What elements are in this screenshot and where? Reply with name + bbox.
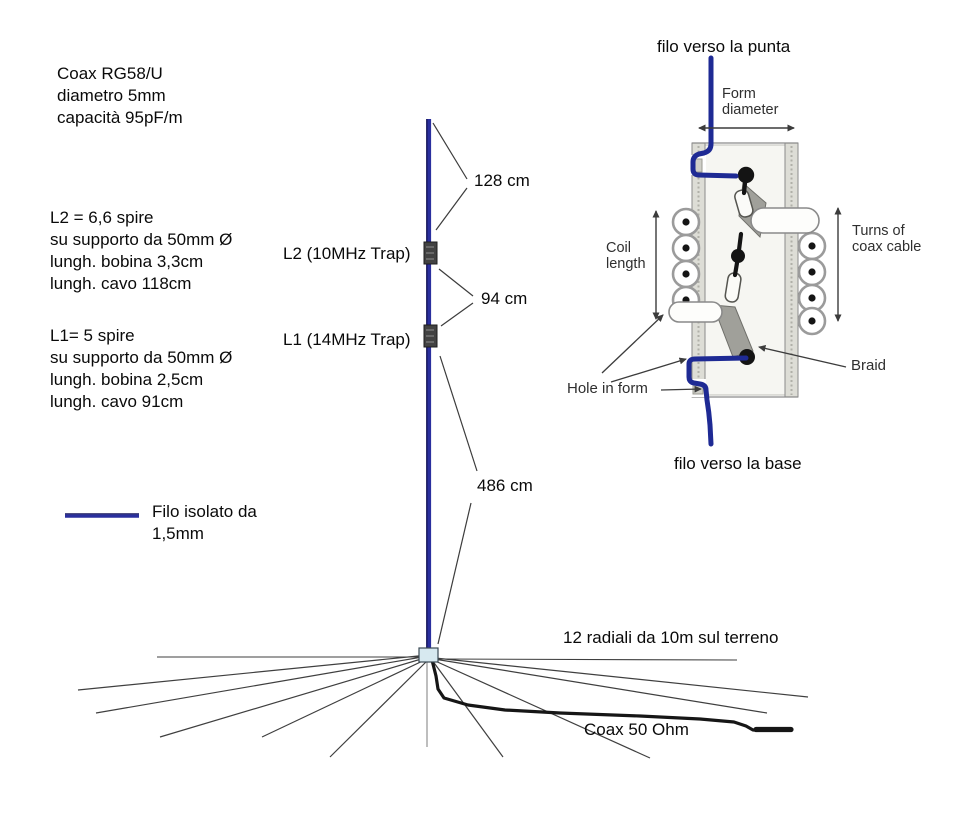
legend-line: 1,5mm: [152, 524, 204, 543]
l1-spec-line: su supporto da 50mm Ø: [50, 348, 233, 367]
braid-label: Braid: [851, 357, 887, 374]
trap-detail-drawing: [601, 55, 847, 447]
legend-text: Filo isolato da 1,5mm: [152, 501, 257, 545]
l2-spec-line: su supporto da 50mm Ø: [50, 230, 233, 249]
coil-turns-cross-sections: [671, 207, 827, 336]
wire-to-base-label: filo verso la base: [674, 454, 802, 473]
l2-spec-line: L2 = 6,6 spire: [50, 208, 154, 227]
radials-label: 12 radiali da 10m sul terreno: [563, 628, 779, 647]
coax-feedline-label: Coax 50 Ohm: [584, 720, 689, 739]
feedpoint-box: [418, 647, 439, 663]
coax-cable-ends: [668, 189, 820, 323]
l2-spec-line: lungh. cavo 118cm: [50, 274, 192, 293]
hole-in-form-label: Hole in form: [567, 380, 648, 397]
turns-of-coax-label: Turns of coax cable: [852, 223, 922, 255]
trap-l1-marker: [423, 324, 438, 348]
detail-dimension-arrows: [652, 124, 842, 322]
l1-spec-line: L1= 5 spire: [50, 326, 135, 345]
legend-wire-sample: [65, 513, 139, 518]
l1-spec-line: lungh. cavo 91cm: [50, 392, 184, 411]
detail-leader-arrows: [601, 314, 847, 393]
coil-length-label: Coil length: [606, 240, 646, 272]
trap-l1-label: L1 (14MHz Trap): [283, 330, 411, 349]
coax-spec-line: capacità 95pF/m: [57, 108, 183, 127]
coax-spec-block: Coax RG58/U diametro 5mm capacità 95pF/m: [57, 63, 183, 129]
l1-spec-block: L1= 5 spire su supporto da 50mm Ø lungh.…: [50, 325, 232, 413]
segment-middle-dimension: 94 cm: [481, 289, 528, 308]
trap-l2-marker: [423, 241, 438, 265]
antenna-wire: [426, 119, 432, 651]
legend-line: Filo isolato da: [152, 502, 257, 521]
dimension-leaders: [432, 122, 478, 645]
segment-top-dimension: 128 cm: [474, 171, 530, 190]
coax-feedline: [430, 658, 794, 733]
coax-spec-line: Coax RG58/U: [57, 64, 163, 83]
trap-l2-label: L2 (10MHz Trap): [283, 244, 411, 263]
ground-radials: [77, 654, 809, 759]
l1-spec-line: lungh. bobina 2,5cm: [50, 370, 204, 389]
l2-spec-block: L2 = 6,6 spire su supporto da 50mm Ø lun…: [50, 207, 232, 295]
l2-spec-line: lungh. bobina 3,3cm: [50, 252, 204, 271]
form-diameter-label: Form diameter: [722, 86, 779, 118]
segment-bottom-dimension: 486 cm: [477, 476, 533, 495]
wire-to-tip-label: filo verso la punta: [657, 37, 791, 56]
detail-wire-blue: [686, 55, 749, 447]
coax-spec-line: diametro 5mm: [57, 86, 166, 105]
